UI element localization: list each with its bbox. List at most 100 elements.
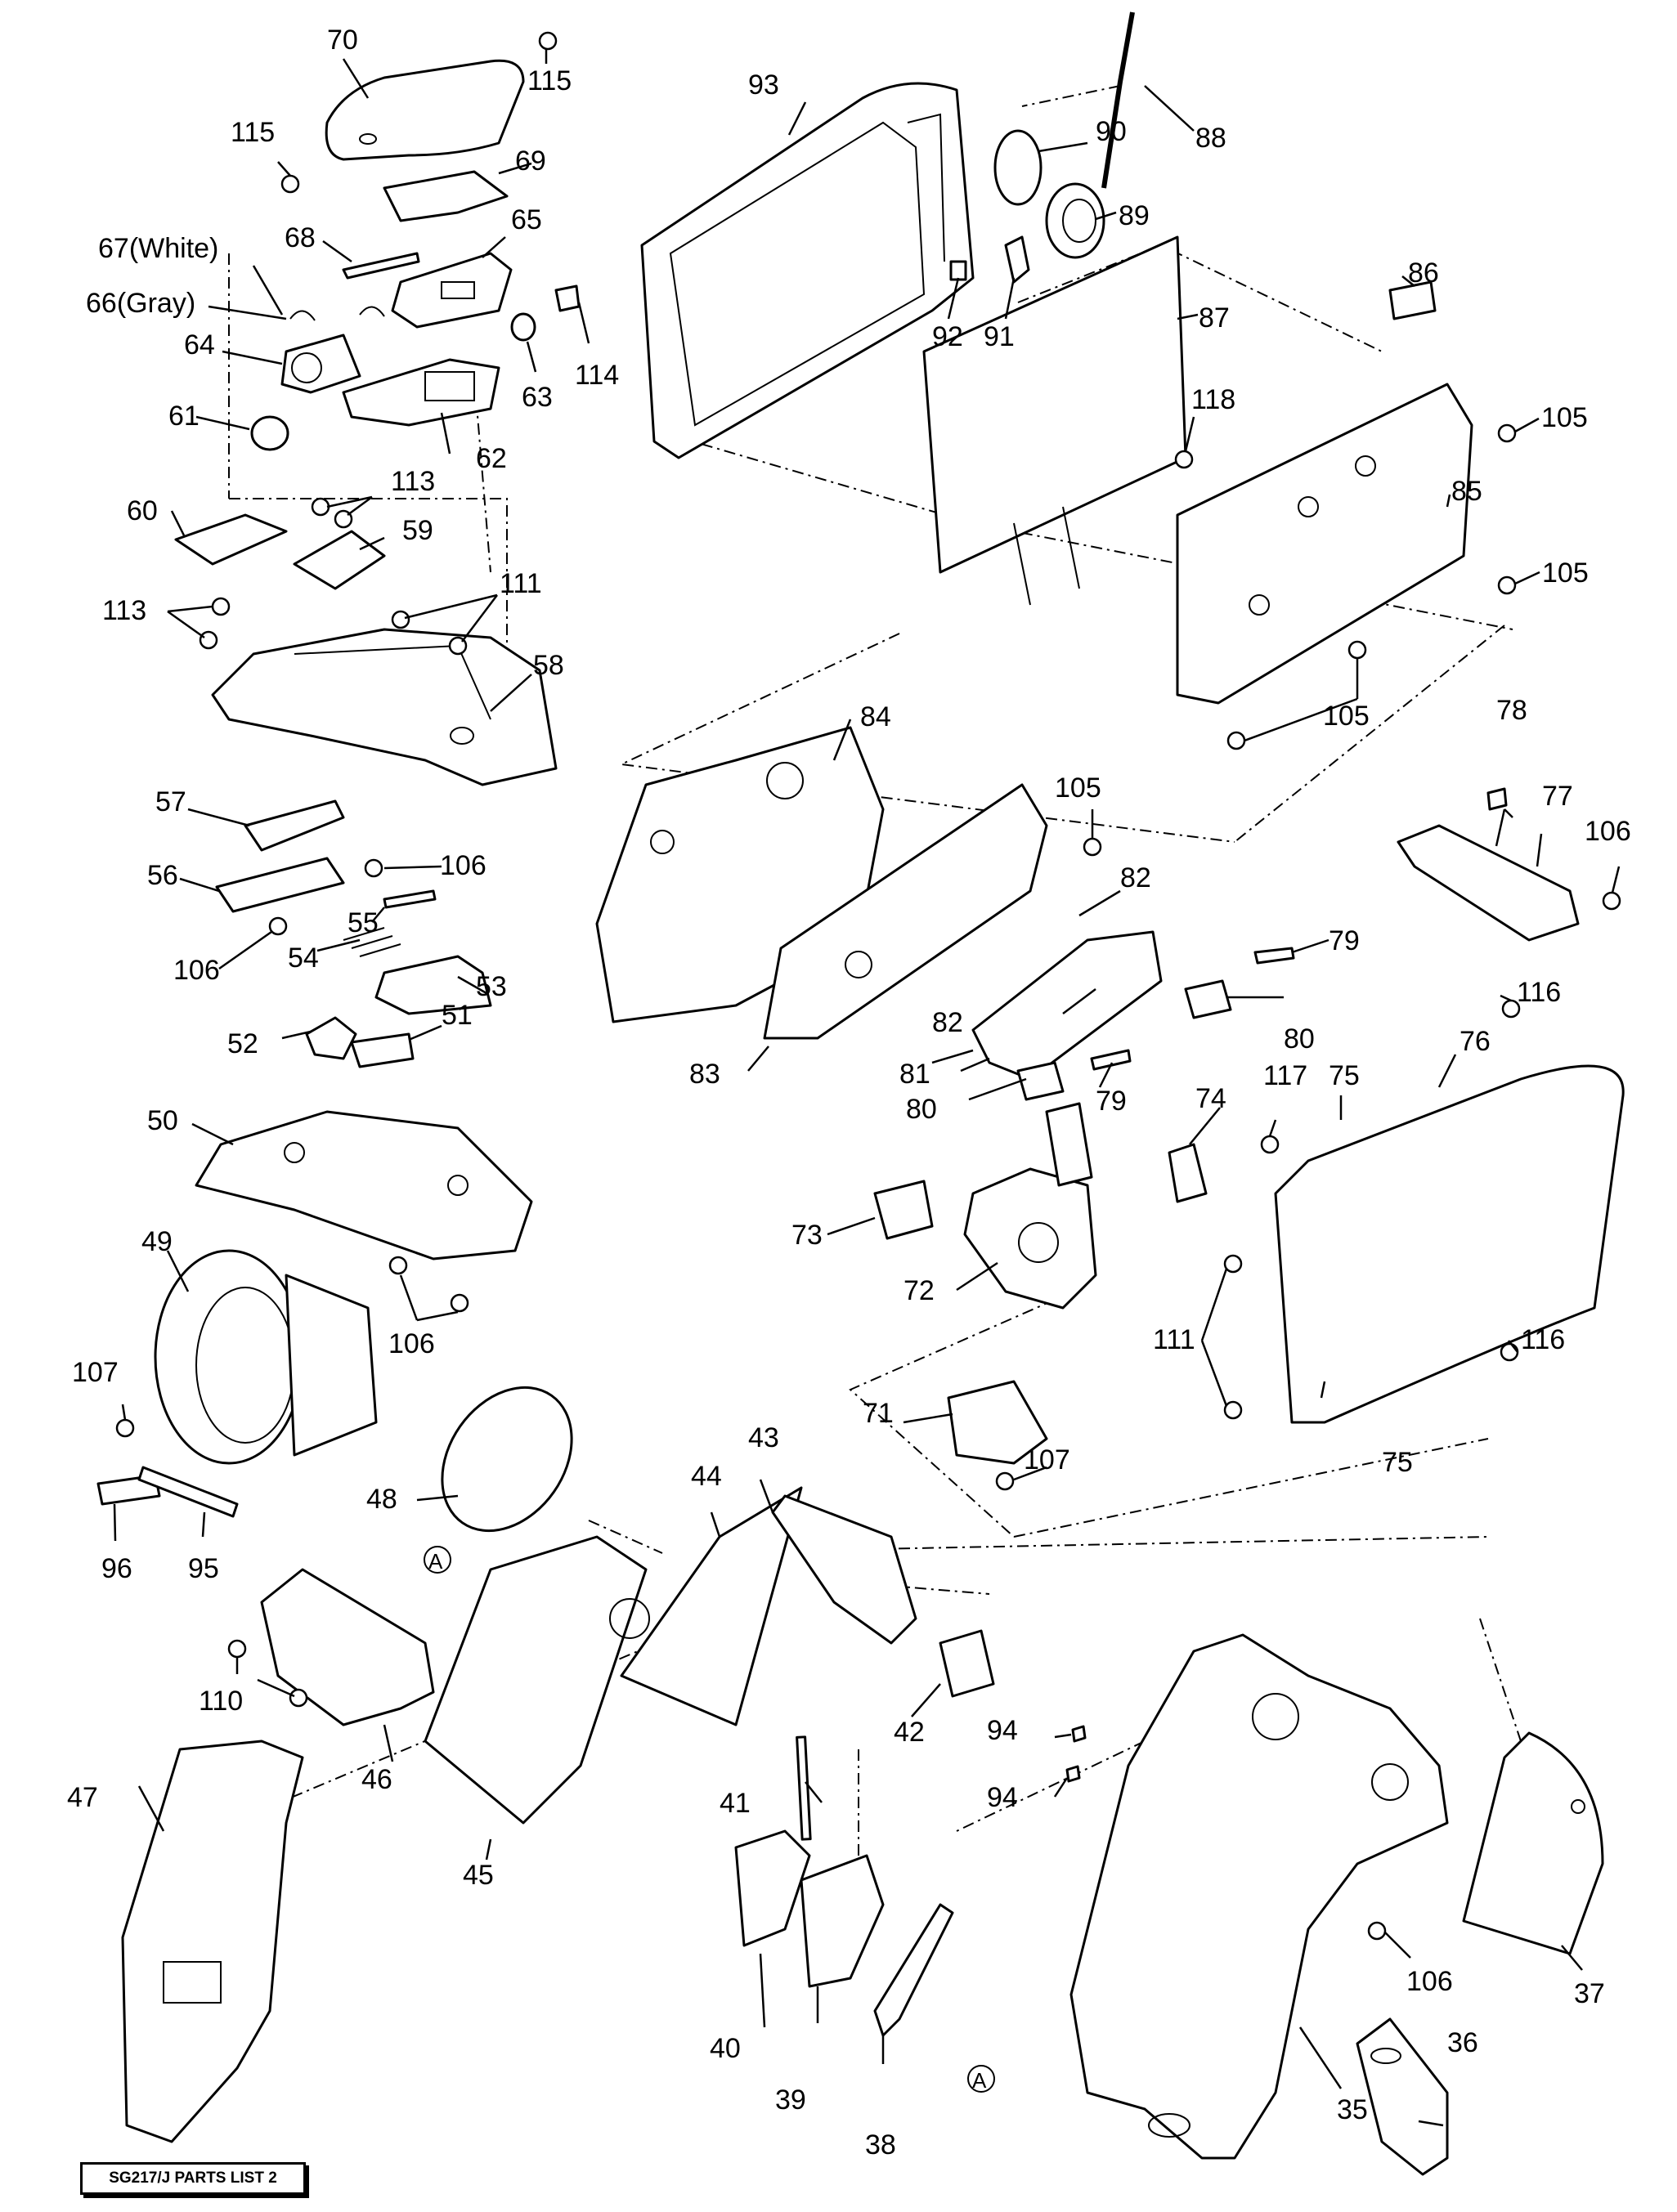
callout-113-left: 113	[102, 595, 146, 626]
part-85-bracket	[1176, 383, 1473, 705]
callout-80-right: 80	[1284, 1023, 1315, 1055]
part-46-bracket	[260, 1568, 435, 1726]
callout-90: 90	[1096, 116, 1127, 147]
callout-69: 69	[515, 146, 546, 177]
callout-105-center: 105	[1055, 772, 1101, 804]
callout-117: 117	[1263, 1060, 1307, 1091]
part-35-main-body	[1069, 1633, 1449, 2160]
part-51-tab	[350, 1032, 415, 1068]
part-94-clips	[1065, 1725, 1087, 1783]
part-73-connector	[873, 1180, 934, 1240]
callout-57: 57	[155, 786, 186, 817]
callout-62: 62	[476, 443, 507, 474]
part-86-pad	[1388, 280, 1437, 320]
callout-87: 87	[1199, 302, 1230, 334]
callout-86: 86	[1408, 257, 1439, 289]
callout-66-gray: 66(Gray)	[86, 288, 195, 319]
part-44-insulator	[620, 1486, 803, 1726]
part-77-78-strap-bracket	[1397, 787, 1580, 942]
callout-93: 93	[748, 69, 779, 101]
callout-65: 65	[511, 204, 542, 235]
callout-85: 85	[1451, 476, 1482, 507]
part-42-pad	[939, 1629, 995, 1698]
callout-77: 77	[1542, 781, 1573, 812]
callout-94-lower: 94	[987, 1782, 1018, 1813]
part-70-handle-cover	[325, 59, 525, 161]
part-54-55-spring	[343, 889, 437, 957]
part-66-67-rings	[289, 306, 385, 321]
callout-73: 73	[791, 1220, 823, 1251]
part-65-eyepiece-housing	[391, 252, 513, 329]
callout-76: 76	[1460, 1026, 1491, 1057]
ref-a-circle-top	[424, 1546, 451, 1574]
callout-116-top: 116	[1517, 977, 1561, 1008]
part-47-large-sheet	[121, 1740, 304, 2143]
callout-115-right: 115	[527, 65, 572, 96]
part-43-tape	[771, 1494, 917, 1645]
callout-53: 53	[476, 971, 507, 1002]
callout-64: 64	[184, 329, 215, 360]
part-37-curved-cover	[1462, 1731, 1604, 1955]
callout-83: 83	[689, 1059, 720, 1090]
callout-113-top: 113	[391, 466, 435, 497]
part-45-shield	[424, 1535, 650, 1825]
callout-79-center: 79	[1096, 1086, 1127, 1117]
callout-114: 114	[575, 360, 619, 391]
callout-94-top: 94	[987, 1715, 1018, 1746]
callout-45: 45	[463, 1860, 494, 1891]
callout-47: 47	[67, 1782, 98, 1813]
callout-106-mid: 106	[173, 955, 220, 986]
callout-82-lower: 82	[932, 1007, 963, 1038]
callout-105-mid: 105	[1542, 557, 1589, 589]
ref-a-circle-bottom	[967, 2065, 995, 2093]
callout-106-top: 106	[440, 850, 487, 881]
part-91-92-clip	[949, 235, 1030, 284]
callout-111-top: 111	[500, 568, 542, 599]
part-87-lcd-panel	[922, 235, 1187, 606]
callout-46: 46	[361, 1764, 392, 1795]
callout-79-right: 79	[1329, 925, 1360, 956]
part-88-cable	[1101, 11, 1135, 189]
callout-43: 43	[748, 1422, 779, 1453]
callout-91: 91	[984, 321, 1015, 352]
callout-106-lower: 106	[388, 1328, 435, 1359]
ref-a-top: A	[428, 1549, 443, 1574]
callout-89: 89	[1119, 200, 1150, 231]
part-38-hook	[873, 1903, 954, 2037]
part-52-block	[305, 1016, 357, 1060]
callout-labels: 70 115 115 69 65 68 67(White) 66(Gray) 6…	[67, 25, 1631, 2161]
part-62-eyepiece-frame	[342, 358, 500, 427]
part-83-main-board	[763, 783, 1048, 1040]
callout-39: 39	[775, 2084, 806, 2116]
callout-58: 58	[533, 650, 564, 681]
callout-68: 68	[285, 222, 316, 253]
callout-82-top: 82	[1120, 862, 1151, 893]
part-61-knob	[250, 415, 289, 451]
part-40-bracket	[734, 1829, 811, 1947]
callout-72: 72	[904, 1275, 935, 1306]
part-79-80-seals	[1016, 947, 1295, 1101]
callout-51: 51	[442, 1000, 473, 1031]
callout-74: 74	[1195, 1083, 1226, 1114]
part-95-96-strips	[96, 1466, 239, 1518]
callout-48: 48	[366, 1484, 397, 1515]
part-39-bracket	[800, 1854, 885, 1988]
callout-75-lower: 75	[1382, 1447, 1413, 1478]
part-36-bracket	[1356, 2017, 1449, 2176]
callout-71: 71	[863, 1398, 894, 1429]
callout-67-white: 67(White)	[98, 233, 218, 264]
callout-36: 36	[1447, 2027, 1478, 2058]
callout-105-top: 105	[1541, 402, 1588, 433]
callout-84: 84	[860, 701, 891, 732]
part-57-56-plates	[215, 799, 345, 913]
part-58-top-cover	[211, 628, 558, 786]
part-71-battery-cover	[947, 1380, 1048, 1465]
callout-116-lower: 116	[1521, 1324, 1565, 1355]
part-63-114-screw-knob	[510, 284, 581, 342]
part-64-viewfinder-block	[280, 334, 361, 394]
callout-63: 63	[522, 382, 553, 413]
callout-41: 41	[720, 1788, 751, 1819]
callout-59: 59	[402, 515, 433, 546]
callout-44: 44	[691, 1461, 722, 1492]
